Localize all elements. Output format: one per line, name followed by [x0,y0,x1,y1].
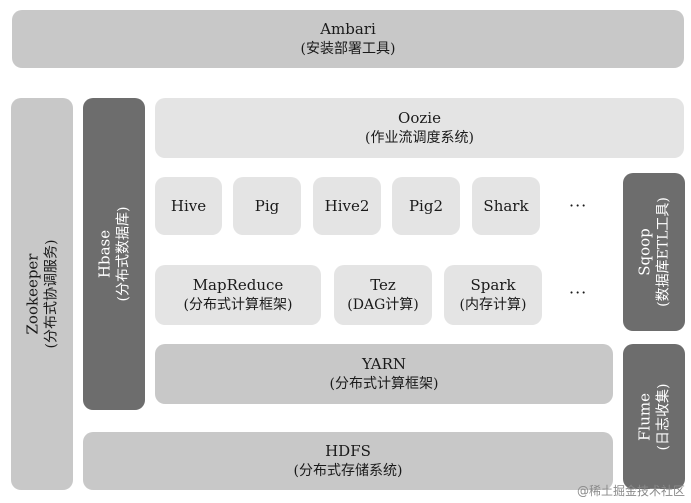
pig-label: Pig [254,196,280,215]
flume-desc: (日志收集) [655,383,672,450]
mapreduce-box: MapReduce (分布式计算框架) [155,265,321,325]
spark-name: Spark [470,276,516,295]
sqoop-name: Sqoop [635,228,654,276]
yarn-name: YARN [362,355,406,374]
pig2-label: Pig2 [408,196,444,215]
spark-box: Spark (内存计算) [444,265,542,325]
spark-desc: (内存计算) [459,296,527,313]
hive2-box: Hive2 [313,177,381,235]
tez-desc: (DAG计算) [347,296,419,313]
zookeeper-desc: (分布式协调服务) [43,239,60,349]
hbase-name: Hbase [95,229,114,279]
mapreduce-desc: (分布式计算框架) [183,296,293,313]
hive-label: Hive [170,196,207,215]
shark-box: Shark [472,177,540,235]
hive-box: Hive [155,177,222,235]
hdfs-name: HDFS [325,442,371,461]
oozie-box: Oozie (作业流调度系统) [155,98,684,158]
watermark: @稀土掘金技术社区 [576,484,685,498]
ambari-desc: (安装部署工具) [300,40,396,57]
hdfs-desc: (分布式存储系统) [293,462,403,479]
engines-more: ··· [569,283,588,302]
mapreduce-name: MapReduce [192,276,284,295]
shark-label: Shark [483,196,529,215]
ambari-box: Ambari (安装部署工具) [12,10,684,68]
ambari-name: Ambari [320,20,376,39]
zookeeper-box: Zookeeper (分布式协调服务) [11,98,73,490]
oozie-name: Oozie [398,109,441,128]
pig-box: Pig [233,177,301,235]
tez-box: Tez (DAG计算) [334,265,432,325]
oozie-desc: (作业流调度系统) [365,129,474,146]
zookeeper-name: Zookeeper [23,253,42,335]
tez-name: Tez [370,276,396,295]
query-tools-more: ··· [569,196,588,215]
hbase-desc: (分布式数据库) [115,206,132,302]
hdfs-box: HDFS (分布式存储系统) [83,432,613,490]
sqoop-desc: (数据库ETL工具) [655,197,672,307]
hive2-label: Hive2 [324,196,370,215]
hbase-box: Hbase (分布式数据库) [83,98,145,410]
yarn-box: YARN (分布式计算框架) [155,344,613,404]
flume-box: Flume (日志收集) [623,344,685,489]
pig2-box: Pig2 [392,177,460,235]
yarn-desc: (分布式计算框架) [329,375,439,392]
flume-name: Flume [635,392,654,441]
sqoop-box: Sqoop (数据库ETL工具) [623,173,685,331]
